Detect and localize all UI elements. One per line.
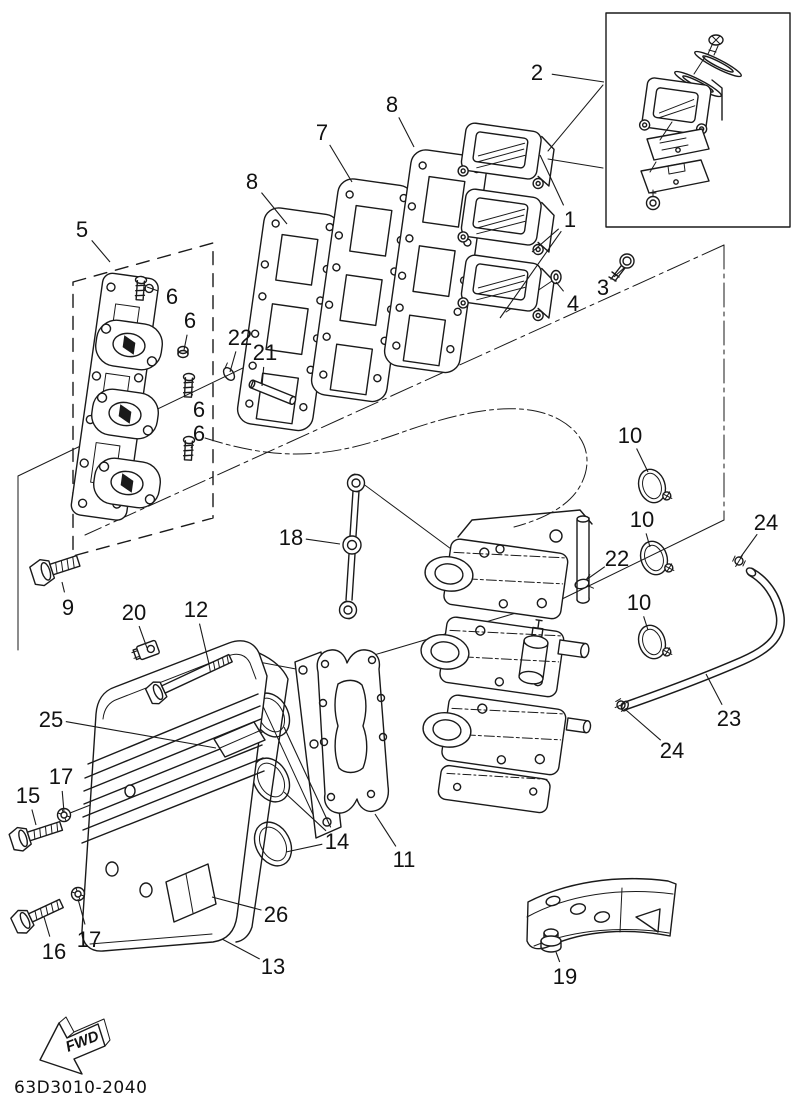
leader-line-5 [91,240,111,263]
callout-10: 10 [627,590,651,615]
callout-20: 20 [122,600,146,625]
fuel-pipe [576,515,590,604]
callout-15: 15 [16,783,40,808]
o-rings [633,464,675,664]
mount-bolts-washers [7,807,86,938]
leader-line-8 [261,192,288,225]
leader-line-6 [190,445,193,449]
figure-code: 63D3010-2040 [14,1078,147,1098]
leader-line-14 [283,726,332,828]
pipe-clip-22 [574,574,594,590]
leader-line-9 [61,581,66,593]
cowling-bracket [526,877,677,953]
leader-line-7 [329,144,353,183]
callout-7: 7 [316,120,328,145]
leader-line-13 [221,938,260,960]
seals-and-gasket [244,649,390,873]
leader-line-17 [77,898,86,925]
leader-line-3 [613,267,625,278]
leader-line-22 [229,351,237,373]
callout-26: 26 [264,902,288,927]
leader-line-1 [499,230,562,319]
callout-10: 10 [630,507,654,532]
leader-line-10 [645,533,651,548]
callout-5: 5 [76,217,88,242]
leader-line-4 [555,281,565,292]
callout-3: 3 [597,275,609,300]
clip-20-and-bolt-12 [131,639,233,705]
callout-1: 1 [564,207,576,232]
manifold-group [70,242,214,557]
leader-line-16 [43,916,51,937]
callout-12: 12 [184,597,208,622]
leader-line-26 [211,896,262,911]
inset-detail-box [605,12,791,228]
callout-14: 14 [325,829,349,854]
callout-6: 6 [166,284,178,309]
leader-line-22 [585,566,606,581]
leader-line-14 [285,843,323,853]
leader-line-1 [539,154,565,206]
callout-19: 19 [553,964,577,989]
leader-line-10 [636,448,649,473]
leader-line-15 [31,809,37,826]
callout-17: 17 [77,927,101,952]
callout-11: 11 [393,847,416,872]
leader-line-1 [531,228,560,253]
callout-6: 6 [193,397,205,422]
leader-line-23 [705,673,723,705]
leader-line-17 [61,790,65,813]
leader-line-25 [65,721,217,749]
callout-8: 8 [386,92,398,117]
air-silencer-box [81,640,289,952]
callout-2: 2 [531,60,543,85]
callout-9: 9 [62,595,74,620]
leader-line-24 [625,709,662,741]
callout-18: 18 [279,525,303,550]
callout-8: 8 [246,169,258,194]
reed-valve-detail [638,34,742,211]
callout-6: 6 [184,308,196,333]
leader-line-10 [643,616,649,631]
leader-line-19 [555,951,561,963]
leader-line-6 [183,334,188,351]
clip-22-and-pin-21 [222,362,297,406]
hose-23 [612,552,785,714]
callout-13: 13 [261,954,285,979]
fwd-arrow: FWD [39,1016,111,1075]
callout-24: 24 [754,510,778,535]
leader-line-11 [374,813,397,847]
reed-valve-assemblies [456,121,557,323]
leader-line-18 [305,538,341,545]
leader-line-6 [190,391,194,396]
callout-10: 10 [618,423,642,448]
callout-17: 17 [49,764,73,789]
callout-6: 6 [193,421,205,446]
callout-25: 25 [39,707,63,732]
carburetor-assembly [420,509,594,814]
link-rod-18 [338,473,366,620]
callout-22: 22 [228,325,252,350]
callout-16: 16 [42,939,66,964]
leader-line-6 [146,286,159,292]
callout-22: 22 [605,546,629,571]
callout-21: 21 [253,340,277,365]
plug-19 [540,928,562,953]
screw-and-washer [550,253,635,285]
callout-24: 24 [660,738,684,763]
leader-line-24 [739,533,758,559]
leader-line-20 [138,625,148,649]
callout-4: 4 [567,291,579,316]
leader-line-21 [261,366,265,387]
leader-line-12 [198,623,210,665]
bolt-9 [29,554,81,587]
leader-line-8 [398,117,415,148]
leader-line-2 [551,73,605,83]
float-bowl [518,619,549,685]
callout-23: 23 [717,706,741,731]
leader-line-14 [283,791,327,832]
nut-6 [177,345,189,359]
